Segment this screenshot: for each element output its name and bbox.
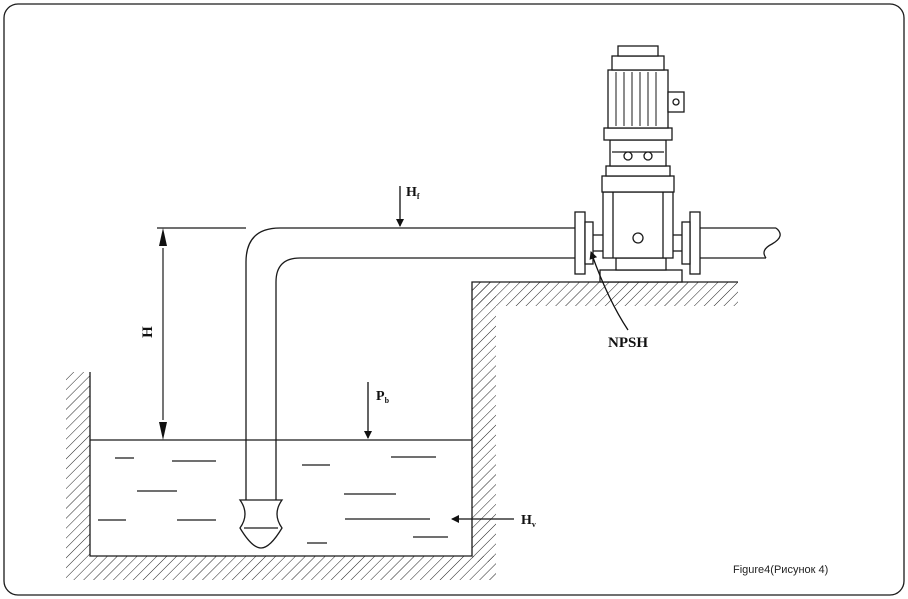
diagram-frame: [3, 3, 905, 596]
figure-caption: Figure4(Рисунок 4): [733, 564, 828, 576]
suction-pipe: [238, 227, 575, 549]
npsh-label: NPSH: [608, 335, 648, 351]
hv-label: Hv: [521, 513, 536, 529]
h-label: H: [140, 326, 156, 338]
discharge-pipe: [700, 227, 781, 259]
pb-label: Pb: [376, 389, 390, 405]
npsh-leader: [589, 251, 629, 331]
water-tank: [90, 439, 472, 544]
ground-hatching: [66, 282, 738, 580]
vertical-pump: [574, 45, 701, 283]
hf-label: Hf: [406, 185, 420, 201]
ground-profile: [89, 281, 738, 557]
height-dimension: [157, 227, 246, 440]
